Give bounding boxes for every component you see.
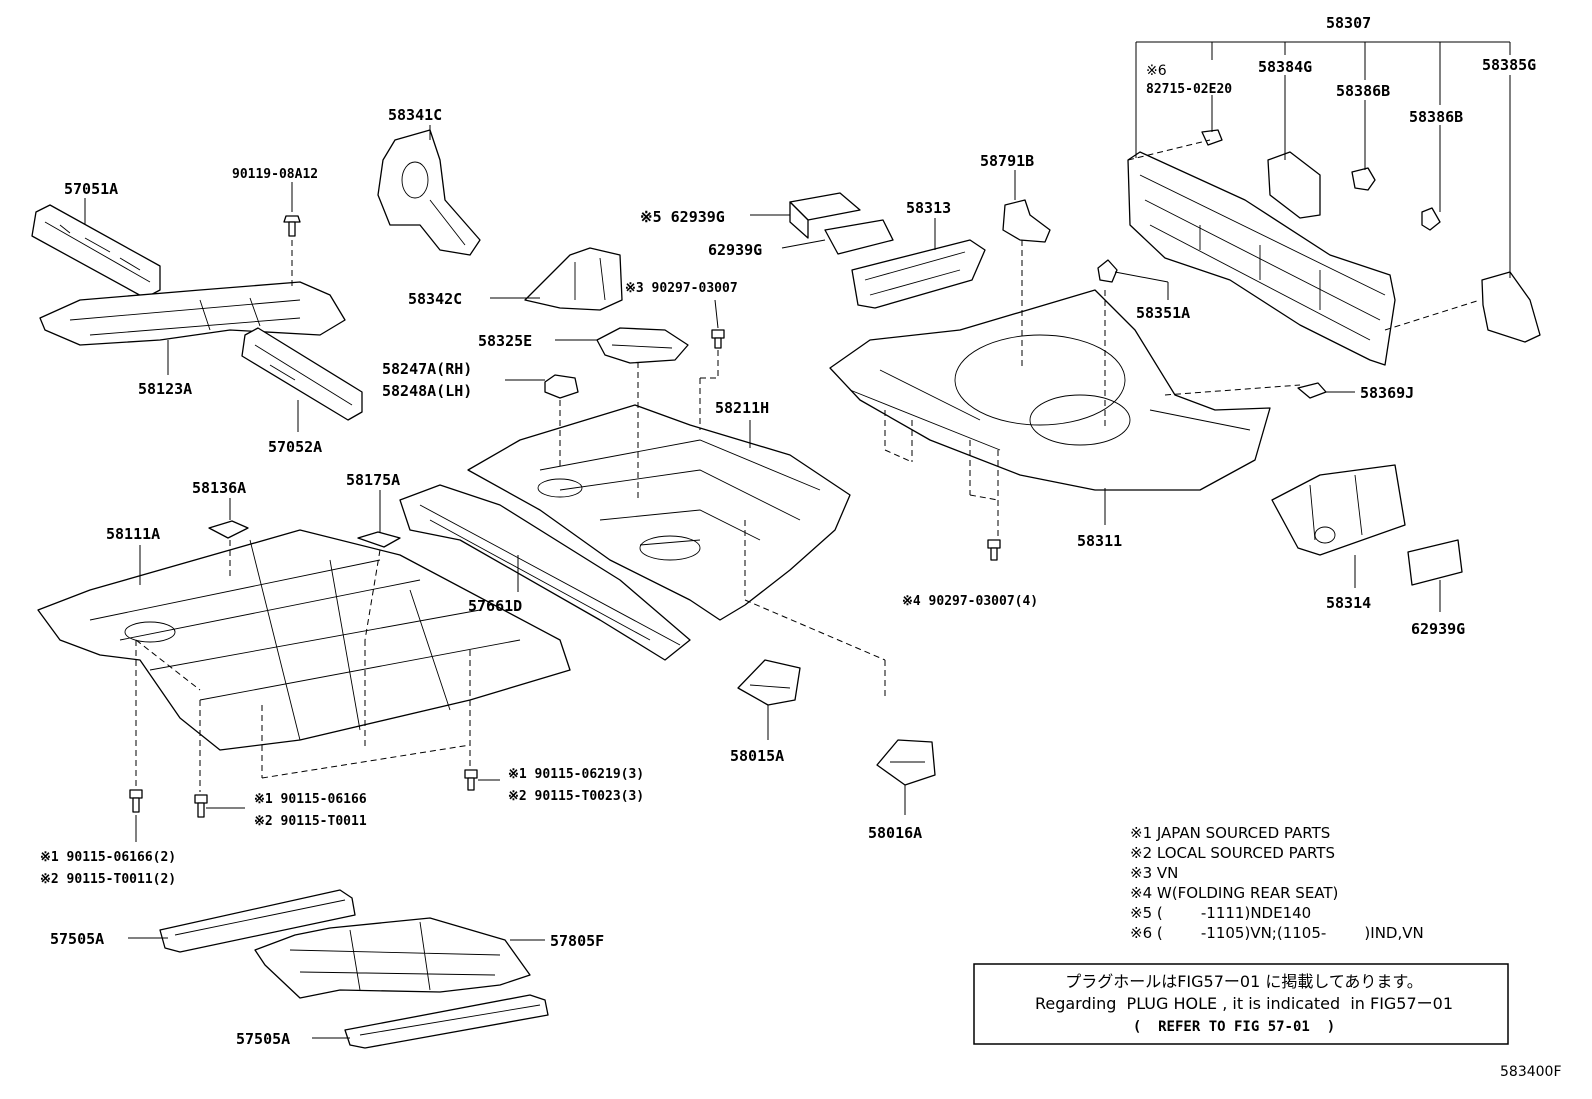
legend-item-5: ※5 ( -1111)NDE140 — [1130, 904, 1311, 922]
label-90115-06166-2: ※1 90115-06166(2) — [40, 850, 176, 865]
label-62939g-note5: ※5 62939G — [640, 208, 725, 226]
legend: ※1 JAPAN SOURCED PARTS ※2 LOCAL SOURCED … — [1130, 824, 1424, 942]
label-58016a: 58016A — [868, 824, 922, 842]
bolt-illustrations — [129, 215, 1001, 818]
part-58175a-illustration — [357, 531, 401, 548]
label-90115-06219: ※1 90115-06219(3) — [508, 767, 644, 782]
label-58341c: 58341C — [388, 106, 442, 124]
label-90119-08a12: 90119-08A12 — [232, 167, 318, 182]
part-58384g-illustration — [1267, 151, 1321, 219]
assembly-dashed-lines — [135, 139, 1481, 792]
label-90297-03007-note3: ※3 90297-03007 — [625, 281, 738, 296]
legend-item-4: ※4 W(FOLDING REAR SEAT) — [1130, 884, 1338, 902]
label-58386b-upper: 58386B — [1336, 82, 1390, 100]
figure-code: 583400F — [1500, 1064, 1562, 1080]
label-57505a-lower: 57505A — [236, 1030, 290, 1048]
label-82715-02e20: 82715-02E20 — [1146, 82, 1232, 97]
label-58384g: 58384G — [1258, 58, 1312, 76]
label-58175a: 58175A — [346, 471, 400, 489]
label-90115-t0023: ※2 90115-T0023(3) — [508, 789, 644, 804]
label-58385g: 58385G — [1482, 56, 1536, 74]
part-57661d-illustration — [399, 484, 691, 661]
label-58386b-lower: 58386B — [1409, 108, 1463, 126]
label-57051a: 57051A — [64, 180, 118, 198]
part-58313-illustration — [851, 239, 986, 309]
label-57805f: 57805F — [550, 932, 604, 950]
note-line-japanese: プラグホールはFIG57ー01 に掲載してあります。 — [1065, 972, 1423, 991]
leader-lines — [84, 41, 1511, 1039]
part-58247a-illustration — [544, 374, 579, 399]
label-58211h: 58211H — [715, 399, 769, 417]
part-58015a-illustration — [737, 659, 801, 706]
part-labels: 58307 58385G 58384G 58386B 58386B ※6 827… — [40, 14, 1536, 1048]
label-90115-t0011-2: ※2 90115-T0011(2) — [40, 872, 176, 887]
legend-item-3: ※3 VN — [1130, 864, 1178, 882]
part-57505a-lower-illustration — [344, 994, 549, 1049]
part-57805f-illustration — [254, 917, 531, 999]
plug-hole-note-box: プラグホールはFIG57ー01 に掲載してあります。 Regarding PLU… — [973, 963, 1509, 1045]
label-62939g-rear: 62939G — [1411, 620, 1465, 638]
label-58248a-lh: 58248A(LH) — [382, 382, 472, 400]
part-58325e-illustration — [596, 327, 689, 364]
legend-item-6: ※6 ( -1105)VN;(1105- )IND,VN — [1130, 924, 1424, 942]
part-57051a-illustration — [31, 204, 161, 299]
label-note6-mark: ※6 — [1146, 63, 1167, 79]
label-90297-03007-note4: ※4 90297-03007(4) — [902, 594, 1038, 609]
label-62939g-pad: 62939G — [708, 241, 762, 259]
part-58351a-illustration — [1097, 259, 1118, 283]
label-58791b: 58791B — [980, 152, 1034, 170]
label-58342c: 58342C — [408, 290, 462, 308]
part-57052a-illustration — [241, 327, 363, 421]
part-58311-illustration — [829, 289, 1271, 491]
label-58313: 58313 — [906, 199, 951, 217]
label-58311: 58311 — [1077, 532, 1122, 550]
part-58791b-illustration — [1002, 199, 1051, 243]
part-58211h-illustration — [467, 404, 851, 621]
part-58342c-illustration — [524, 247, 623, 311]
part-58307-illustration — [1127, 151, 1396, 366]
label-58111a: 58111A — [106, 525, 160, 543]
label-58247a-rh: 58247A(RH) — [382, 360, 472, 378]
label-58123a: 58123A — [138, 380, 192, 398]
part-58341c-illustration — [377, 129, 481, 256]
part-58136a-illustration — [208, 520, 249, 539]
part-62939g-pad-illustration — [1407, 539, 1463, 586]
label-58015a: 58015A — [730, 747, 784, 765]
label-58369j: 58369J — [1360, 384, 1414, 402]
part-58123a-illustration — [39, 281, 346, 346]
label-58307: 58307 — [1326, 14, 1371, 32]
part-58016a-illustration — [876, 739, 936, 786]
label-57661d: 57661D — [468, 597, 522, 615]
label-90115-06166: ※1 90115-06166 — [254, 792, 367, 807]
label-57052a: 57052A — [268, 438, 322, 456]
part-58385g-illustration — [1481, 271, 1541, 343]
label-58351a: 58351A — [1136, 304, 1190, 322]
label-58136a: 58136A — [192, 479, 246, 497]
label-58325e: 58325E — [478, 332, 532, 350]
note-line-refer: ( REFER TO FIG 57-01 ) — [1133, 1019, 1335, 1035]
legend-item-1: ※1 JAPAN SOURCED PARTS — [1130, 824, 1330, 842]
legend-item-2: ※2 LOCAL SOURCED PARTS — [1130, 844, 1335, 862]
label-57505a-upper: 57505A — [50, 930, 104, 948]
label-58314: 58314 — [1326, 594, 1371, 612]
part-62939g-pads-illustration — [789, 192, 894, 255]
note-line-english: Regarding PLUG HOLE , it is indicated in… — [1035, 994, 1453, 1013]
part-58111a-illustration — [37, 529, 571, 751]
part-58369j-illustration — [1297, 382, 1327, 399]
part-57505a-upper-illustration — [159, 889, 356, 953]
part-58314-illustration — [1271, 464, 1406, 556]
label-90115-t0011: ※2 90115-T0011 — [254, 814, 367, 829]
